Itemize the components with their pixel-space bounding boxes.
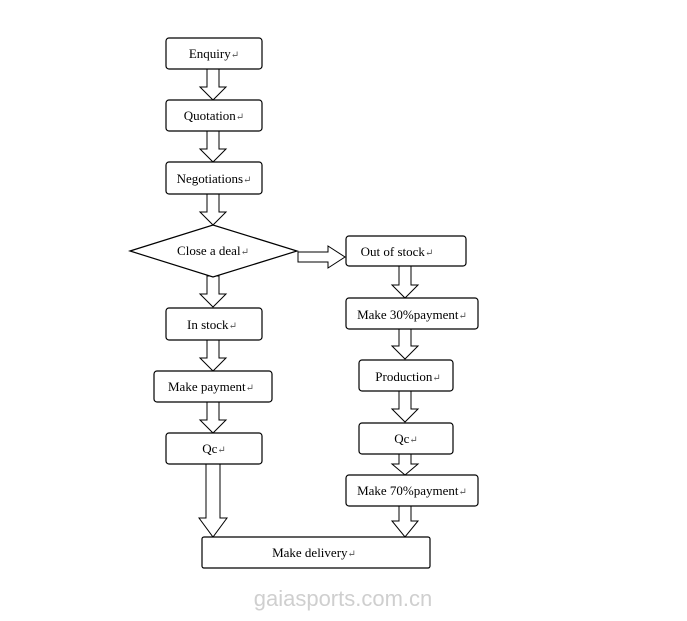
paragraph-mark-icon: ↵ bbox=[432, 373, 440, 384]
svg-text:Production↵: Production↵ bbox=[375, 369, 440, 384]
node-quotation-label: Quotation bbox=[184, 108, 236, 123]
arrow-make-70-payment-to-make-delivery bbox=[390, 505, 420, 538]
paragraph-mark-icon: ↵ bbox=[459, 487, 467, 498]
svg-text:Make delivery↵: Make delivery↵ bbox=[272, 545, 356, 560]
paragraph-mark-icon: ↵ bbox=[246, 383, 254, 394]
node-quotation: Quotation↵ bbox=[165, 99, 263, 132]
svg-text:Make 70%payment↵: Make 70%payment↵ bbox=[357, 483, 467, 498]
svg-text:Qc↵: Qc↵ bbox=[394, 431, 418, 446]
svg-text:Negotiations↵: Negotiations↵ bbox=[177, 171, 252, 186]
paragraph-mark-icon: ↵ bbox=[241, 247, 249, 258]
arrow-out-of-stock-to-make-30-payment bbox=[390, 265, 420, 299]
node-qc-left: Qc↵ bbox=[165, 432, 263, 465]
arrow-in-stock-to-make-payment bbox=[198, 339, 228, 372]
node-out-of-stock-label: Out of stock bbox=[361, 244, 426, 259]
arrow-make-payment-to-qc bbox=[198, 401, 228, 434]
watermark: gaiasports.com.cn bbox=[254, 586, 433, 611]
node-production-label: Production bbox=[375, 369, 433, 384]
node-make-delivery-label: Make delivery bbox=[272, 545, 348, 560]
paragraph-mark-icon: ↵ bbox=[348, 549, 356, 560]
node-make-30-payment: Make 30%payment↵ bbox=[345, 297, 479, 330]
arrow-close-deal-to-out-of-stock bbox=[297, 245, 346, 269]
svg-text:Out of stock↵: Out of stock↵ bbox=[361, 244, 434, 259]
node-close-a-deal: Close a deal↵ bbox=[127, 224, 300, 278]
node-enquiry-label: Enquiry bbox=[189, 46, 231, 61]
svg-text:Close a deal↵: Close a deal↵ bbox=[177, 243, 249, 258]
paragraph-mark-icon: ↵ bbox=[459, 311, 467, 322]
arrow-enquiry-to-quotation bbox=[198, 68, 228, 101]
node-in-stock-label: In stock bbox=[187, 317, 229, 332]
node-make-delivery: Make delivery↵ bbox=[201, 536, 431, 569]
node-negotiations-label: Negotiations bbox=[177, 171, 243, 186]
svg-text:Make 30%payment↵: Make 30%payment↵ bbox=[357, 307, 467, 322]
paragraph-mark-icon: ↵ bbox=[229, 321, 237, 332]
arrow-quotation-to-negotiations bbox=[198, 130, 228, 163]
node-make-70-payment-label: Make 70%payment bbox=[357, 483, 459, 498]
node-make-payment: Make payment↵ bbox=[153, 370, 273, 403]
paragraph-mark-icon: ↵ bbox=[236, 112, 244, 123]
arrow-close-deal-to-in-stock bbox=[198, 275, 228, 308]
node-out-of-stock: Out of stock↵ bbox=[345, 235, 467, 267]
node-make-30-payment-label: Make 30%payment bbox=[357, 307, 459, 322]
node-make-payment-label: Make payment bbox=[168, 379, 246, 394]
arrow-production-to-qc bbox=[390, 390, 420, 423]
svg-text:Qc↵: Qc↵ bbox=[202, 441, 226, 456]
node-qc-right: Qc↵ bbox=[358, 422, 454, 455]
arrow-negotiations-to-close-deal bbox=[198, 193, 228, 226]
svg-text:In stock↵: In stock↵ bbox=[187, 317, 237, 332]
node-close-a-deal-label: Close a deal bbox=[177, 243, 241, 258]
paragraph-mark-icon: ↵ bbox=[231, 50, 239, 61]
paragraph-mark-icon: ↵ bbox=[425, 248, 433, 259]
node-production: Production↵ bbox=[358, 359, 454, 392]
paragraph-mark-icon: ↵ bbox=[409, 435, 417, 446]
node-negotiations: Negotiations↵ bbox=[165, 161, 263, 195]
node-qc-right-label: Qc bbox=[394, 431, 409, 446]
svg-text:Make payment↵: Make payment↵ bbox=[168, 379, 254, 394]
node-in-stock: In stock↵ bbox=[165, 307, 263, 341]
arrow-qc-to-make-70-payment bbox=[390, 453, 420, 476]
paragraph-mark-icon: ↵ bbox=[217, 445, 225, 456]
arrow-make-30-payment-to-production bbox=[390, 328, 420, 360]
arrow-qc-to-make-delivery bbox=[198, 463, 228, 538]
paragraph-mark-icon: ↵ bbox=[243, 175, 251, 186]
svg-text:Quotation↵: Quotation↵ bbox=[184, 108, 244, 123]
node-qc-left-label: Qc bbox=[202, 441, 217, 456]
svg-text:Enquiry↵: Enquiry↵ bbox=[189, 46, 239, 61]
node-enquiry: Enquiry↵ bbox=[165, 37, 263, 70]
node-make-70-payment: Make 70%payment↵ bbox=[345, 474, 479, 507]
